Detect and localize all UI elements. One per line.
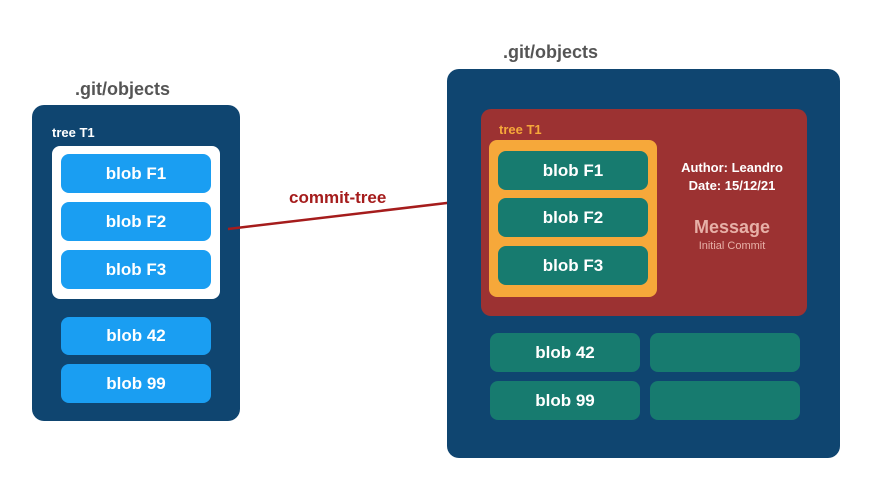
- right-blob: blob 42: [490, 333, 640, 372]
- left-tree-blob: blob F1: [61, 154, 211, 193]
- commit-message-text: Initial Commit: [698, 240, 766, 252]
- left-tree-blob: blob F3: [61, 250, 211, 289]
- commit-date: Date: 15/12/21: [688, 178, 776, 193]
- arrow-line: [227, 195, 474, 231]
- commit-tree-label: commit-tree: [289, 188, 387, 207]
- right-objects-heading: .git/objects: [503, 42, 599, 62]
- left-blob: blob 99: [61, 364, 211, 403]
- commit-tree-label: tree T1: [499, 122, 542, 137]
- right-blob: blob 99: [490, 381, 640, 420]
- commit-tree-blob: blob F1: [498, 151, 648, 190]
- left-tree-blob: blob F2: [61, 202, 211, 241]
- commit-tree-box: blob F1 blob F2 blob F3: [489, 140, 657, 297]
- commit-tree-blob: blob F3: [498, 246, 648, 285]
- commit-author: Author: Leandro: [681, 160, 783, 175]
- commit-tree-blob: blob F2: [498, 198, 648, 237]
- commit-message-title: Message: [693, 217, 771, 237]
- right-object-store: tree T1 blob F1 blob F2 blob F3 Author: …: [447, 69, 840, 458]
- right-empty-object: [650, 381, 800, 420]
- left-tree-box: blob F1 blob F2 blob F3: [52, 146, 220, 299]
- left-tree-label: tree T1: [52, 125, 95, 140]
- left-object-store: tree T1 blob F1 blob F2 blob F3 blob 42 …: [32, 105, 240, 421]
- left-blob: blob 42: [61, 317, 211, 355]
- commit-object: tree T1 blob F1 blob F2 blob F3 Author: …: [481, 109, 807, 316]
- right-empty-object: [650, 333, 800, 372]
- left-objects-heading: .git/objects: [75, 79, 171, 99]
